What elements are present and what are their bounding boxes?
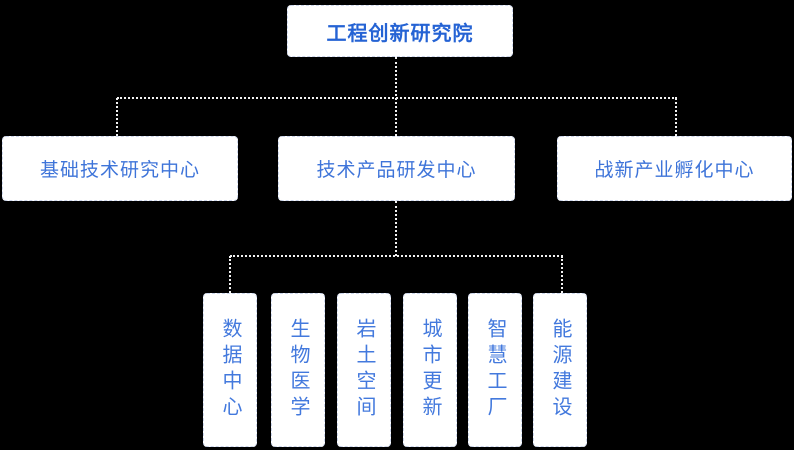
connector-level2-horizontal-line [117,97,677,99]
connector-level3-drop-line [395,201,397,256]
org-node-root-label: 工程创新研究院 [326,22,474,45]
org-node-label: 能源建设 [549,318,571,422]
org-node-label: 智慧工厂 [484,318,506,422]
org-node-label: 数据中心 [219,318,241,422]
org-node-label: 技术产品研发中心 [316,160,477,181]
connector-level2-right-drop-line [675,98,677,136]
org-node-biomedicine: 生物医学 [271,293,325,447]
org-node-strategic-industry-incubation-center: 战新产业孵化中心 [557,136,792,201]
org-node-urban-renewal: 城市更新 [403,293,457,447]
org-node-smart-factory: 智慧工厂 [468,293,522,447]
org-node-geotechnical-space: 岩土空间 [337,293,391,447]
org-node-energy-construction: 能源建设 [533,293,587,447]
connector-root-drop-line [395,57,397,136]
org-node-label: 城市更新 [419,318,441,422]
org-node-root: 工程创新研究院 [287,5,513,57]
connector-level3-left-drop-line [229,256,231,293]
org-node-basic-tech-research-center: 基础技术研究中心 [2,136,238,201]
org-node-data-center: 数据中心 [203,293,257,447]
org-node-label: 生物医学 [287,318,309,422]
org-node-tech-product-rd-center: 技术产品研发中心 [278,136,515,201]
connector-level3-horizontal-line [230,255,563,257]
connector-level2-left-drop-line [116,98,118,136]
org-node-label: 岩土空间 [353,318,375,422]
org-node-label: 基础技术研究中心 [39,160,200,181]
org-node-label: 战新产业孵化中心 [594,160,755,181]
connector-level3-right-drop-line [561,256,563,293]
